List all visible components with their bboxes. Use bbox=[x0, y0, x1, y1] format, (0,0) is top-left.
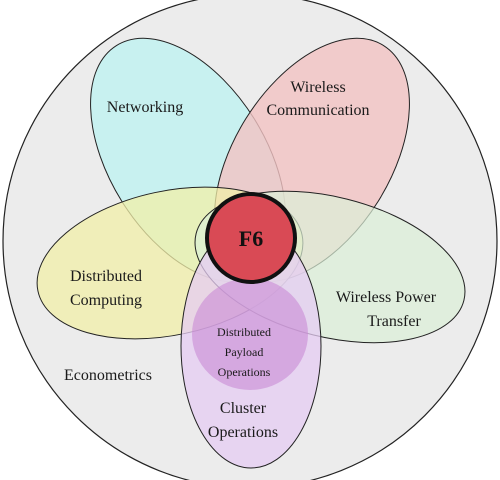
label-cluster-operations-1: Cluster bbox=[220, 400, 267, 417]
label-distributed-computing-1: Distributed bbox=[70, 268, 142, 285]
label-cluster-operations-2: Operations bbox=[208, 424, 278, 441]
label-wireless-communication-2: Communication bbox=[266, 102, 369, 119]
label-inner-2: Payload bbox=[225, 345, 264, 359]
label-wireless-power-2: Transfer bbox=[367, 313, 421, 330]
label-wireless-communication-1: Wireless bbox=[290, 79, 345, 96]
label-inner-3: Operations bbox=[218, 365, 271, 379]
inner-distributed-payload-region bbox=[192, 278, 308, 390]
label-networking: Networking bbox=[107, 99, 183, 116]
center-circle bbox=[205, 192, 297, 284]
label-distributed-computing-2: Computing bbox=[70, 292, 142, 309]
label-center: F6 bbox=[239, 226, 263, 251]
label-econometrics: Econometrics bbox=[64, 367, 152, 384]
label-inner-1: Distributed bbox=[217, 325, 271, 339]
label-wireless-power-1: Wireless Power bbox=[336, 289, 437, 306]
